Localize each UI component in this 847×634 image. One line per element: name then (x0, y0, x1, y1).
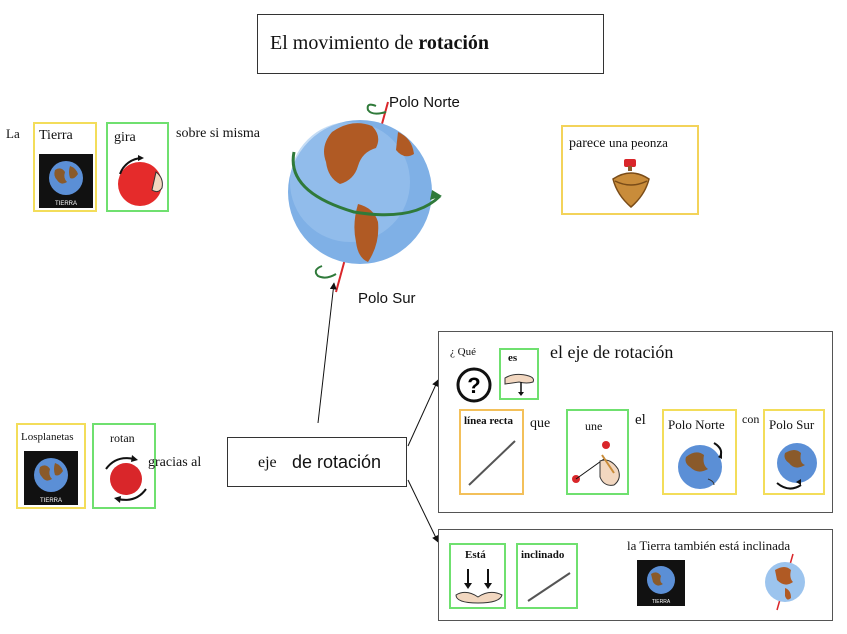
rotating-ball-icon (98, 451, 154, 507)
tilted-earth-icon (757, 552, 813, 612)
svg-text:TIERRA: TIERRA (652, 599, 671, 605)
sobre-si-misma-text: sobre si misma (176, 126, 260, 141)
eje-de-rotacion-box: eje de rotación (227, 437, 407, 487)
con-text: con (742, 412, 760, 426)
planetas-card: Losplanetas TIERRA (16, 423, 86, 509)
panel-heading: el eje de rotación (550, 342, 674, 362)
straight-line-icon (465, 437, 519, 489)
hands-down-arrows-icon (454, 567, 504, 607)
tierra-card: Tierra TIERRA (33, 122, 97, 212)
polo-norte-label: Polo Norte (389, 94, 460, 111)
peonza-label: parece una peonza (569, 135, 668, 151)
hand-pointing-down-icon (503, 368, 537, 398)
spinning-top-icon (609, 157, 653, 211)
earth-icon: TIERRA (24, 451, 78, 505)
planetas-label: Losplanetas (21, 431, 74, 443)
earth-icon: TIERRA (637, 560, 685, 606)
polo-norte-card: Polo Norte (662, 409, 737, 495)
que-question-label: ¿ Qué (450, 346, 476, 358)
inclinada-text: la Tierra también está inclinada (627, 538, 791, 553)
polo-sur-card: Polo Sur (763, 409, 825, 495)
rotating-earth-globe (280, 92, 460, 302)
linea-recta-card: línea recta (459, 409, 524, 495)
el-text: el (635, 412, 646, 428)
es-card: es (499, 348, 539, 400)
rotan-card: rotan (92, 423, 156, 509)
svg-text:?: ? (467, 373, 480, 398)
earth-north-icon (674, 439, 728, 493)
title-box: El movimiento de rotación (257, 14, 604, 74)
gira-card: gira (106, 122, 169, 212)
gracias-al-text: gracias al (148, 455, 202, 470)
svg-text:TIERRA: TIERRA (40, 498, 62, 504)
connect-dots-icon (570, 439, 628, 493)
inclinado-card: inclinado (516, 543, 578, 609)
polo-sur-label: Polo Sur (358, 290, 416, 307)
inclined-line-icon (524, 569, 574, 605)
la-text: La (6, 126, 20, 141)
esta-card: Está (449, 543, 506, 609)
page-title: El movimiento de rotación (270, 32, 490, 54)
une-card: une (566, 409, 629, 495)
inclination-panel: Está inclinado la Tierra también está in… (438, 529, 833, 621)
spinning-ball-icon (112, 152, 168, 210)
svg-text:TIERRA: TIERRA (55, 201, 77, 207)
definition-panel: ¿ Qué ? es el eje de rotación línea rect… (438, 331, 833, 513)
peonza-card: parece una peonza (561, 125, 699, 215)
earth-south-icon (769, 439, 823, 493)
question-mark-icon: ? (455, 366, 493, 404)
earth-icon: TIERRA (39, 154, 93, 208)
que-text: que (530, 416, 551, 431)
